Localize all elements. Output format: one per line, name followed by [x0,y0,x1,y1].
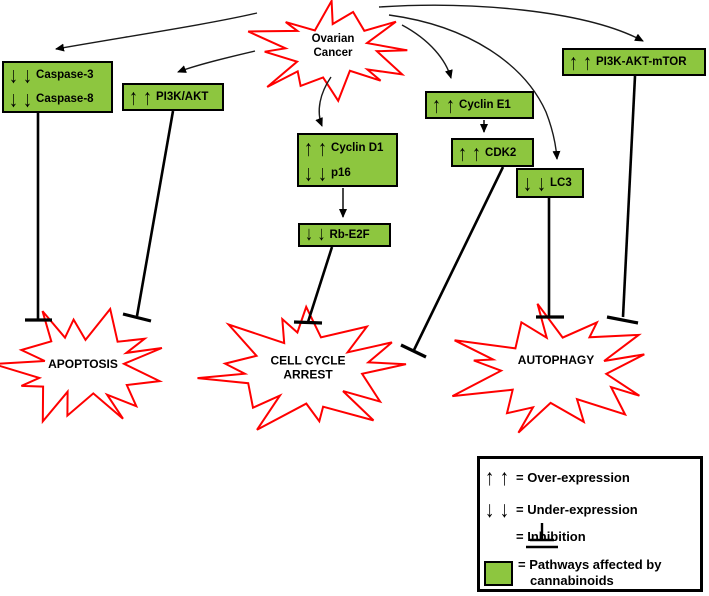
box-pi3k-akt-mtor: ↑ ↑ PI3K-AKT-mTOR [562,48,706,76]
down-arrow-pair-icon: ↓ ↓ [9,62,33,88]
pathway-label-cdk2: CDK2 [485,146,517,159]
pathway-label-rb-e2f: Rb-E2F [329,229,370,241]
inhibit-bar-rb-e2f [293,320,323,325]
arrow-cancer-to-pi3k-akt [177,50,256,73]
arrow-cancer-to-cyclin-d1 [315,76,332,127]
apoptosis-label: APOPTOSIS [48,356,118,371]
cell-cycle-arrest-label-line2: ARREST [283,368,333,382]
legend-label-pathways: = Pathways affected by cannabinoids [518,557,661,588]
inhibition-icon [480,501,559,573]
apoptosis-burst [0,306,164,425]
legend-label-inhibition: = Inhibition [516,529,586,545]
box-cyclin-e1: ↑ ↑ Cyclin E1 [425,91,534,119]
pathway-label-cyclin-e1: Cyclin E1 [459,99,511,111]
box-row: ↓ ↓ p16 [304,160,396,185]
inhibit-mtor-to-autophagy [621,75,637,318]
box-row: ↓ ↓ Caspase-8 [9,87,111,111]
box-row: ↑ ↑ Cyclin D1 [304,135,396,160]
up-arrow-pair-icon: ↑ ↑ [569,49,593,75]
down-arrow-pair-icon: ↓ ↓ [305,223,326,245]
cell-cycle-arrest-burst [197,304,407,431]
box-row: ↑ ↑ PI3K/AKT [129,85,222,109]
pathway-label-lc3: LC3 [550,177,572,189]
pathway-label-caspase-8: Caspase-8 [36,93,94,105]
down-arrow-pair-icon: ↓ ↓ [485,497,510,523]
arrow-cancer-to-cyclin-e1 [401,24,453,79]
box-row: ↓ ↓ LC3 [523,170,582,196]
box-row: ↑ ↑ Cyclin E1 [432,93,532,117]
legend-row-inhibition: = Inhibition [480,522,700,552]
box-rb-e2f: ↓ ↓ Rb-E2F [298,223,391,247]
legend-label-under-expression: = Under-expression [516,502,638,518]
box-row: ↓ ↓ Rb-E2F [305,223,389,245]
autophagy-label: AUTOPHAGY [517,352,595,367]
up-arrow-pair-icon: ↑ ↑ [458,140,482,165]
cell-cycle-arrest-label-line1: CELL CYCLE [270,353,346,368]
inhibit-pi3k-akt-to-apoptosis [135,110,175,317]
box-cyclin-d1-p16: ↑ ↑ Cyclin D1 ↓ ↓ p16 [297,133,398,187]
pathway-label-p16: p16 [331,166,351,179]
inhibit-rb-e2f-to-cell-cycle [306,246,334,323]
arrow-cancer-to-lc3 [388,14,561,160]
box-row: ↑ ↑ PI3K-AKT-mTOR [569,50,704,74]
pathway-label-cyclin-d1: Cyclin D1 [331,141,384,154]
inhibit-cdk2-to-cell-cycle [412,166,505,351]
ovarian-cancer-label-line2: Cancer [313,47,353,59]
legend-row-pathways: = Pathways affected by cannabinoids [480,557,700,589]
up-arrow-pair-icon: ↑ ↑ [485,465,510,491]
box-caspase: ↓ ↓ Caspase-3 ↓ ↓ Caspase-8 [2,61,113,113]
up-arrow-pair-icon: ↑ ↑ [432,92,456,118]
pathway-label-caspase-3: Caspase-3 [36,69,94,81]
legend-row-under-expression: ↓ ↓ = Under-expression [480,497,700,523]
inhibit-bar-pi3k-akt [122,312,152,323]
legend-label-pathways-line1: = Pathways affected by [518,557,662,573]
box-row: ↑ ↑ CDK2 [458,140,532,165]
pathway-label-pi3k-akt-mtor: PI3K-AKT-mTOR [596,56,687,68]
cell-cycle-arrest-label: CELL CYCLE ARREST [270,354,345,383]
down-arrow-pair-icon: ↓ ↓ [304,160,328,185]
down-arrow-pair-icon: ↓ ↓ [523,170,547,196]
legend-label-pathways-line2: cannabinoids [530,573,614,588]
ovarian-cancer-label: Ovarian Cancer [312,33,355,61]
ovarian-cancer-label-line1: Ovarian [311,33,355,46]
arrow-cancer-to-caspase [55,12,258,52]
inhibit-bar-mtor [606,315,639,325]
box-cdk2: ↑ ↑ CDK2 [451,138,534,167]
box-row: ↓ ↓ Caspase-3 [9,63,111,87]
ovarian-cancer-burst [247,0,408,103]
box-lc3: ↓ ↓ LC3 [516,168,584,198]
down-arrow-pair-icon: ↓ ↓ [9,86,33,112]
up-arrow-pair-icon: ↑ ↑ [304,135,328,160]
box-pi3k-akt: ↑ ↑ PI3K/AKT [122,83,224,111]
legend-box: ↑ ↑ = Over-expression ↓ ↓ = Under-expres… [477,456,703,592]
pathway-label-pi3k-akt: PI3K/AKT [156,91,209,103]
arrow-cancer-to-pi3k-akt-mtor [378,4,644,42]
inhibit-bar-cdk2 [400,343,427,359]
up-arrow-pair-icon: ↑ ↑ [129,84,153,110]
green-box-icon [484,560,513,586]
legend-row-over-expression: ↑ ↑ = Over-expression [480,465,700,491]
legend-label-over-expression: = Over-expression [516,470,630,486]
autophagy-burst [451,303,645,434]
